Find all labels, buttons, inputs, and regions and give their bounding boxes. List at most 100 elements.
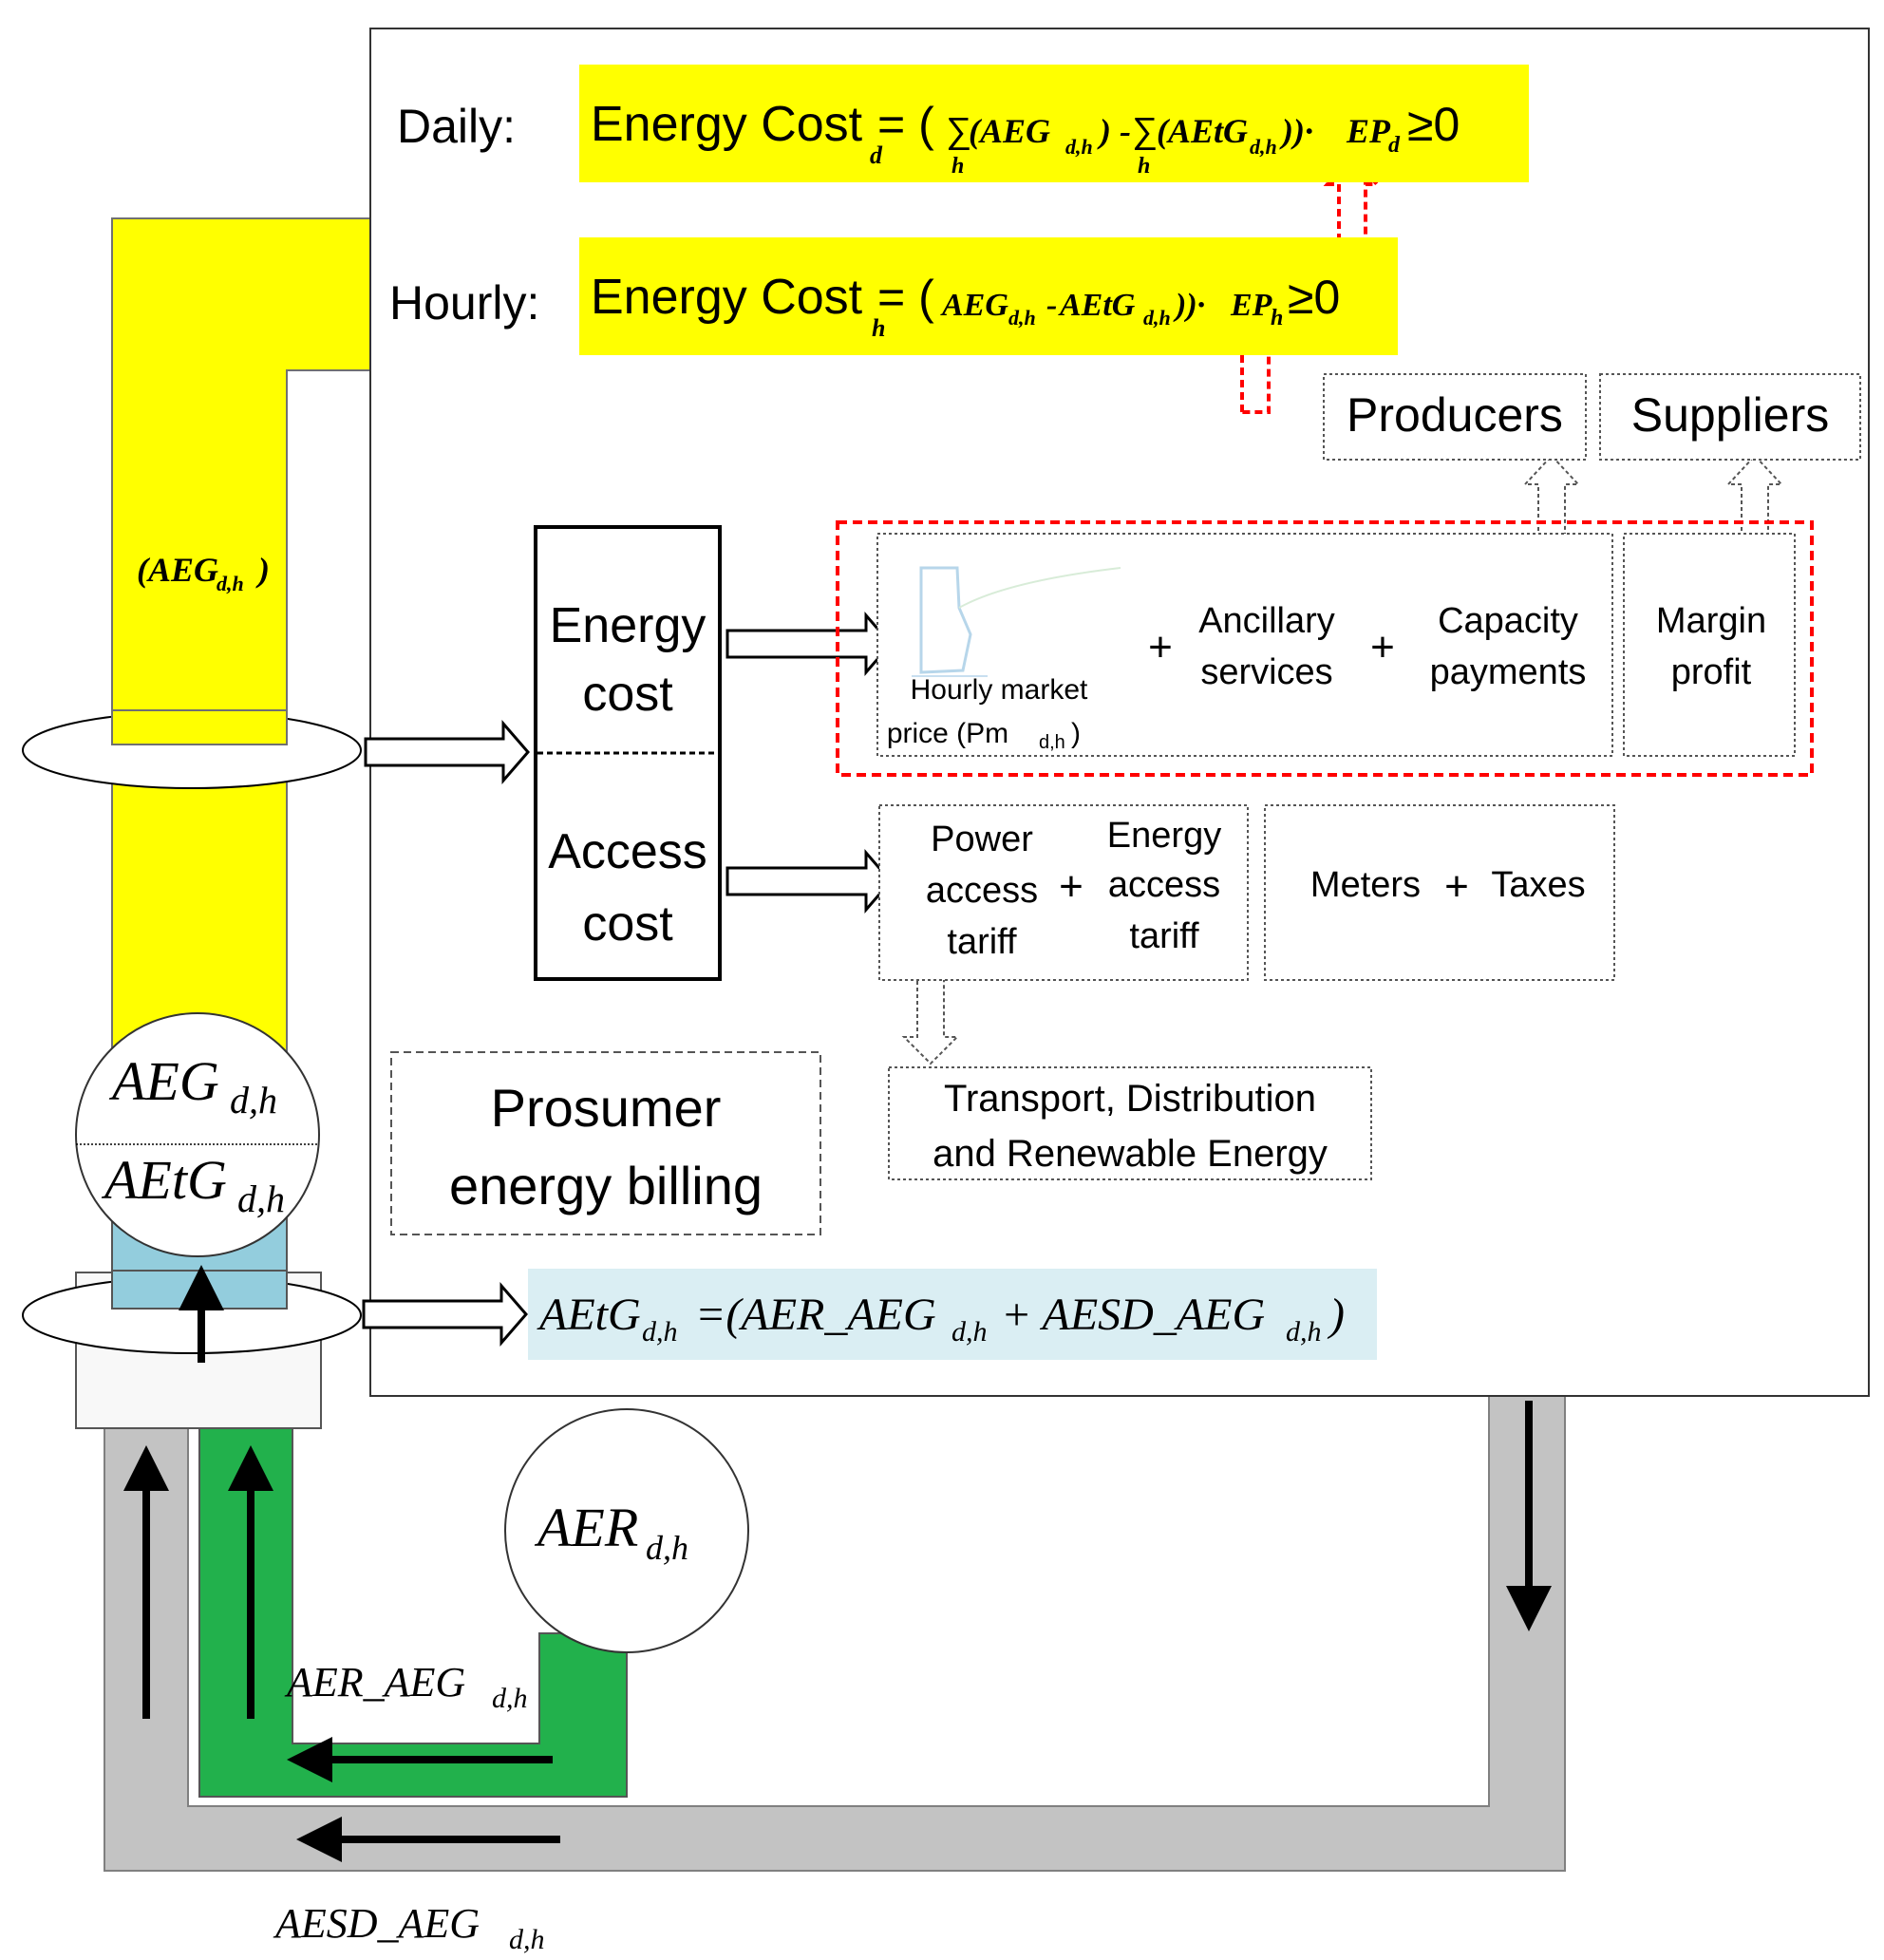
tariffs-box [878, 804, 1249, 981]
producers-label: Producers [1347, 388, 1563, 442]
hourly-minus: - [1046, 288, 1057, 323]
daily-lhs: Energy Cost [591, 97, 863, 152]
daily-sum2-sub: h [1138, 154, 1150, 179]
arrow-access-to-tariffs [725, 848, 893, 914]
aeg-aetg-meter-circle [75, 1012, 320, 1257]
aetg-formula-b: =(AER_AEG [695, 1290, 936, 1340]
access-cost-line2: cost [582, 896, 673, 952]
hourly-price-chart-icon [912, 566, 1121, 677]
plus-4: + [1444, 863, 1469, 910]
aetg-formula-d: ) [1327, 1290, 1345, 1340]
prosumer-title-box [390, 1051, 821, 1235]
arrow-ring-to-aetg-formula [362, 1281, 528, 1348]
arrow-to-transport [901, 973, 960, 1065]
aesd-aeg-label: AESD_AEG [273, 1900, 480, 1947]
daily-price-sub: d [1388, 133, 1401, 158]
aer-aeg-sub: d,h [492, 1683, 528, 1714]
circle-aeg-label: AEG [108, 1050, 219, 1112]
aetg-formula-c: + AESD_AEG [1001, 1290, 1265, 1340]
circle-aetg-sub: d,h [237, 1178, 285, 1220]
hourly-open: = ( [877, 271, 934, 324]
daily-sum2: ∑ [1132, 111, 1158, 151]
market-ancillary-capacity-box [876, 533, 1613, 757]
hourly-term2: AEtG [1058, 288, 1136, 323]
plus-1: + [1148, 624, 1173, 670]
taxes-label: Taxes [1491, 865, 1585, 905]
access-cost-line1: Access [548, 824, 707, 879]
capacity-line1: Capacity [1438, 601, 1578, 641]
arrow-to-producers [1522, 454, 1581, 538]
daily-sum1: ∑ [946, 111, 971, 151]
aetg-formula-a: AEtG [537, 1290, 641, 1340]
yellow-aeg-pipe [111, 217, 371, 1065]
transport-line2: and Renewable Energy [933, 1133, 1328, 1175]
hourly-price: EP [1230, 288, 1272, 323]
prosumer-title-line2: energy billing [449, 1156, 763, 1216]
hourly-tail: ≥0 [1288, 271, 1340, 324]
hourly-label: Hourly: [389, 276, 539, 330]
hourly-term1: AEG [940, 288, 1008, 323]
margin-box [1623, 533, 1796, 757]
gray-return-pipe [104, 1385, 1566, 1872]
margin-line2: profit [1671, 652, 1752, 692]
capacity-line2: payments [1430, 652, 1587, 692]
hourly-market-line1: Hourly market [911, 674, 1088, 706]
daily-term2: (AEtG [1157, 112, 1248, 150]
hourly-market-close: ) [1071, 718, 1081, 749]
daily-open: = ( [877, 98, 934, 151]
hourly-lhs-sub: h [872, 314, 885, 342]
meters-label: Meters [1310, 865, 1421, 905]
yellow-ring-band [111, 709, 288, 745]
aesd-aeg-sub: d,h [509, 1924, 545, 1955]
aer-aeg-label: AER_AEG [284, 1659, 465, 1706]
transport-box [888, 1066, 1372, 1180]
aeg-bar-label: (AEG [137, 551, 218, 589]
energy-access-line3: tariff [1129, 916, 1199, 956]
daily-term1: (AEG [969, 112, 1050, 150]
aer-label: AER [534, 1497, 638, 1558]
hourly-formula-highlight [579, 237, 1398, 355]
hourly-lhs: Energy Cost [591, 270, 863, 325]
aeg-bar-sub: d,h [217, 572, 244, 595]
hourly-term2-close: ))· [1173, 288, 1205, 323]
energy-cost-line1: Energy [550, 598, 706, 653]
hourly-market-sub: d,h [1039, 732, 1065, 753]
hourly-market-line2: price (Pm [887, 718, 1008, 749]
daily-sum1-sub: h [951, 154, 964, 179]
aeg-bar-close: ) [255, 551, 270, 589]
aer-sub: d,h [646, 1529, 688, 1567]
margin-line1: Margin [1656, 601, 1766, 641]
energy-cost-line2: cost [582, 667, 673, 722]
aetg-formula-c-sub: d,h [1286, 1316, 1322, 1348]
circle-aetg-label: AEtG [101, 1149, 227, 1211]
power-access-line1: Power [931, 820, 1033, 859]
aer-meter-circle [504, 1408, 749, 1653]
aetg-formula-highlight [528, 1269, 1377, 1360]
daily-term1-sub: d,h [1065, 135, 1093, 159]
plus-3: + [1059, 863, 1083, 910]
daily-lhs-sub: d [870, 141, 883, 169]
daily-label: Daily: [397, 100, 516, 153]
prosumer-title-line1: Prosumer [491, 1078, 722, 1138]
plus-2: + [1370, 624, 1395, 670]
daily-price: EP [1346, 112, 1391, 150]
arrow-ring-to-cost [364, 719, 530, 785]
ancillary-line1: Ancillary [1198, 601, 1335, 641]
aetg-formula-a-sub: d,h [642, 1316, 678, 1348]
meters-taxes-box [1264, 804, 1615, 981]
power-access-line2: access [926, 871, 1038, 911]
suppliers-label: Suppliers [1631, 388, 1829, 442]
daily-term1-close: ) - [1097, 112, 1131, 150]
aetg-formula-b-sub: d,h [951, 1316, 988, 1348]
daily-formula-highlight [579, 65, 1529, 182]
circle-aeg-sub: d,h [230, 1079, 277, 1121]
arrow-to-suppliers [1725, 454, 1784, 538]
hourly-term2-sub: d,h [1143, 306, 1171, 330]
energy-access-line1: Energy [1107, 816, 1221, 856]
daily-term2-sub: d,h [1250, 135, 1277, 159]
daily-term2-close: ))· [1279, 112, 1313, 150]
hourly-price-sub: h [1271, 306, 1283, 330]
ancillary-line2: services [1200, 652, 1332, 692]
suppliers-box [1599, 373, 1861, 461]
